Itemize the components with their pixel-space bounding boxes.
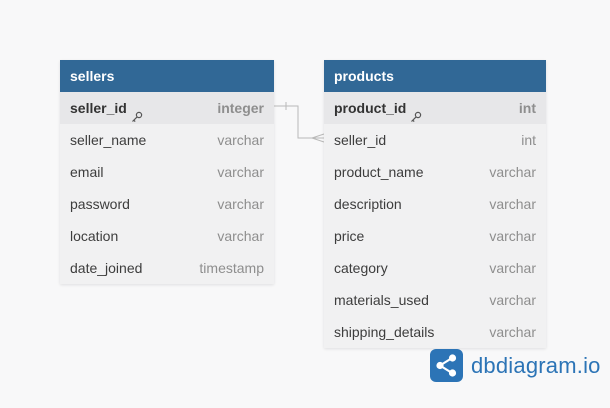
- column-type: varchar: [489, 292, 536, 308]
- sellers-column-location[interactable]: location varchar: [60, 220, 274, 252]
- sellers-column-seller-name[interactable]: seller_name varchar: [60, 124, 274, 156]
- column-name: category: [334, 260, 388, 276]
- column-name: seller_name: [70, 132, 147, 148]
- sellers-column-email[interactable]: email varchar: [60, 156, 274, 188]
- column-name: seller_id: [70, 92, 143, 124]
- column-name: shipping_details: [334, 324, 435, 340]
- column-type: varchar: [489, 228, 536, 244]
- column-type: varchar: [217, 164, 264, 180]
- column-name: email: [70, 164, 104, 180]
- products-column-seller-id[interactable]: seller_id int: [324, 124, 546, 156]
- column-name: description: [334, 196, 402, 212]
- sellers-table-title[interactable]: sellers: [60, 60, 274, 92]
- column-type: varchar: [489, 260, 536, 276]
- dbdiagram-brand[interactable]: dbdiagram.io: [430, 349, 601, 382]
- column-type: int: [521, 132, 536, 148]
- column-type: varchar: [217, 196, 264, 212]
- products-column-shipping-details[interactable]: shipping_details varchar: [324, 316, 546, 348]
- column-type: int: [518, 100, 536, 116]
- products-column-materials-used[interactable]: materials_used varchar: [324, 284, 546, 316]
- column-type: varchar: [489, 164, 536, 180]
- column-name: product_name: [334, 164, 424, 180]
- primary-key-icon: [410, 102, 422, 123]
- column-type: varchar: [489, 196, 536, 212]
- products-column-product-id[interactable]: product_id int: [324, 92, 546, 124]
- column-type: varchar: [489, 324, 536, 340]
- column-name: date_joined: [70, 260, 143, 276]
- dbdiagram-logo-icon: [430, 349, 463, 382]
- column-name: price: [334, 228, 365, 244]
- column-name: password: [70, 196, 130, 212]
- products-column-category[interactable]: category varchar: [324, 252, 546, 284]
- many-marker-bottom: [311, 137, 325, 143]
- primary-key-icon: [131, 102, 143, 123]
- sellers-column-password[interactable]: password varchar: [60, 188, 274, 220]
- column-name: seller_id: [334, 132, 387, 148]
- column-type: varchar: [217, 228, 264, 244]
- dbdiagram-brand-text: dbdiagram.io: [471, 352, 601, 378]
- products-column-description[interactable]: description varchar: [324, 188, 546, 220]
- column-type: timestamp: [199, 260, 264, 276]
- products-table-title[interactable]: products: [324, 60, 546, 92]
- column-name: product_id: [334, 92, 422, 124]
- column-name: location: [70, 228, 119, 244]
- column-type: varchar: [217, 132, 264, 148]
- sellers-column-date-joined[interactable]: date_joined timestamp: [60, 252, 274, 284]
- products-column-price[interactable]: price varchar: [324, 220, 546, 252]
- column-name: materials_used: [334, 292, 429, 308]
- many-marker-top: [311, 133, 325, 139]
- column-type: integer: [217, 100, 264, 116]
- sellers-column-seller-id[interactable]: seller_id integer: [60, 92, 274, 124]
- products-column-product-name[interactable]: product_name varchar: [324, 156, 546, 188]
